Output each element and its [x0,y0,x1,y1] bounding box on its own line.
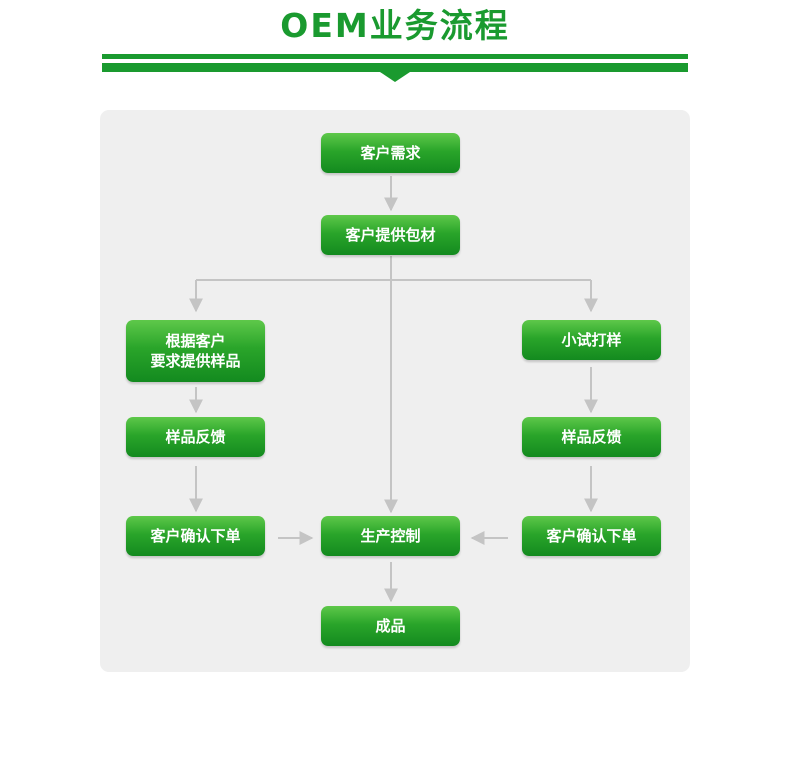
title-rule-pointer [380,72,410,82]
node-label: 样品反馈 [165,428,226,446]
node-label: 成品 [375,617,406,635]
node-customer-demand: 客户需求 [321,133,460,173]
node-left-sample: 根据客户 要求提供样品 [126,320,265,382]
node-customer-materials: 客户提供包材 [321,215,460,255]
page-title: OEM业务流程 [280,6,510,45]
node-label: 客户需求 [360,144,421,162]
title-rule-thin [102,54,688,59]
node-label: 客户确认下单 [546,527,637,545]
node-label: 样品反馈 [561,428,622,446]
node-label-line2: 要求提供样品 [150,352,241,370]
node-left-confirm: 客户确认下单 [126,516,265,556]
node-production: 生产控制 [321,516,460,556]
node-finished: 成品 [321,606,460,646]
node-right-feedback: 样品反馈 [522,417,661,457]
node-label: 客户提供包材 [345,226,436,244]
node-label-line1: 根据客户 [165,332,226,350]
node-right-trial: 小试打样 [522,320,661,360]
node-label: 客户确认下单 [150,527,241,545]
node-label: 生产控制 [360,527,421,545]
node-label: 小试打样 [561,331,622,349]
node-left-feedback: 样品反馈 [126,417,265,457]
title-rule-thick [102,63,688,72]
node-right-confirm: 客户确认下单 [522,516,661,556]
